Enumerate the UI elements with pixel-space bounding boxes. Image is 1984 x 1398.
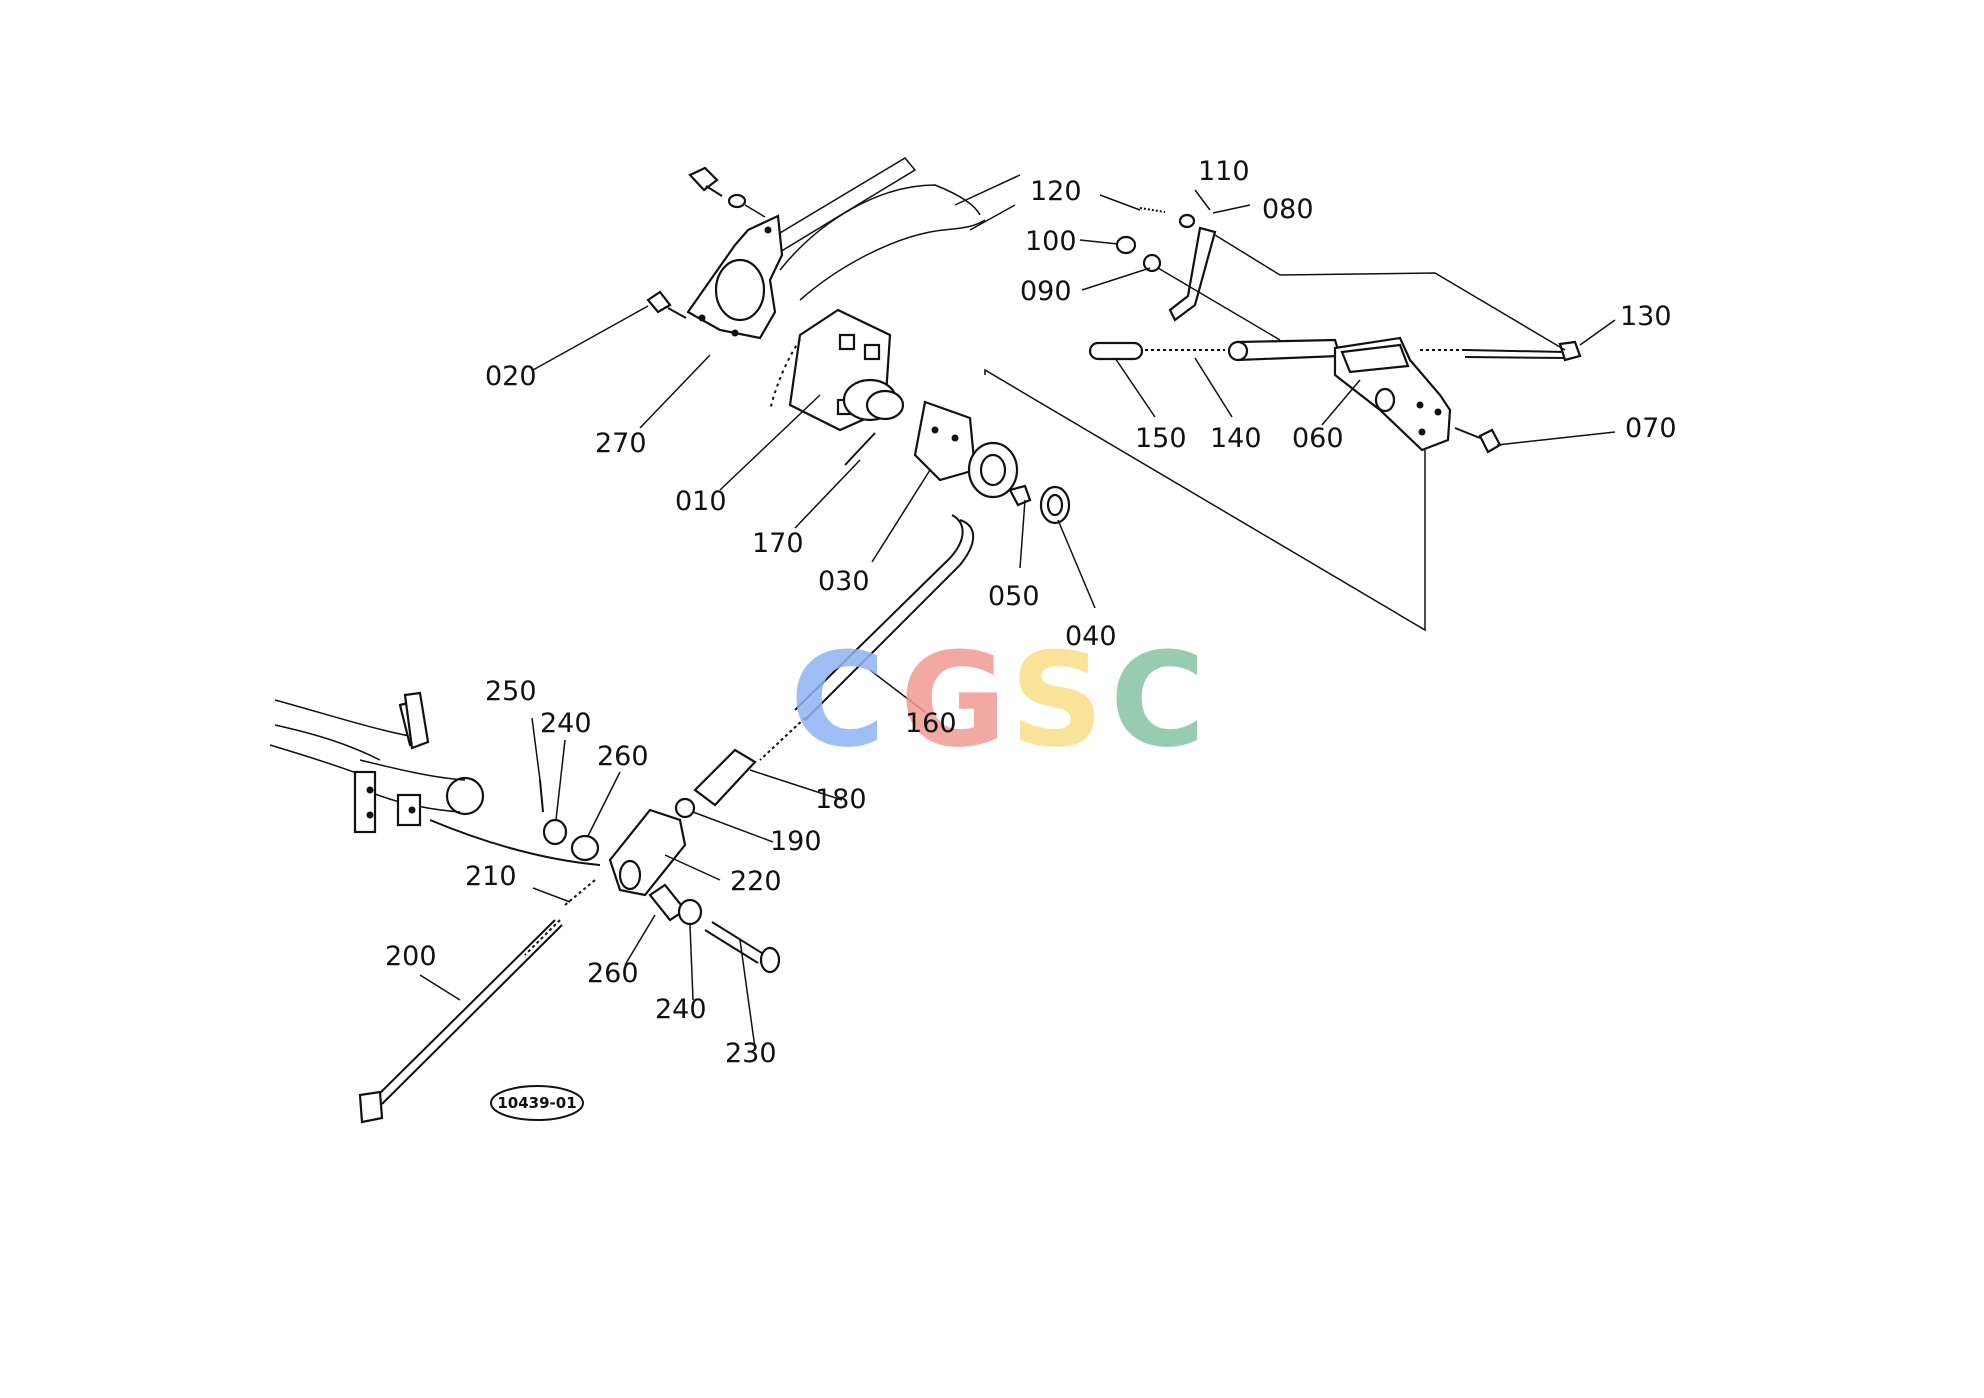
yoke-220: [608, 808, 687, 897]
bolt-020: [646, 290, 687, 319]
watermark-letter-s: S: [1010, 624, 1104, 776]
pin-170: [844, 432, 876, 466]
reference-code: 10439-01: [497, 1094, 576, 1112]
wire: [429, 819, 601, 866]
support-shaft: [269, 691, 485, 834]
lower-assembly: [269, 691, 781, 1124]
top-bolt: [688, 166, 766, 218]
main-plate: [686, 214, 784, 340]
nut-190: [674, 797, 696, 819]
part-label-110: 110: [1198, 156, 1250, 187]
part-label-150: 150: [1135, 423, 1187, 454]
washer-090: [1142, 253, 1162, 273]
lever-arm: [1168, 226, 1217, 322]
rod-200: [358, 919, 563, 1124]
bracket-assembly: [646, 157, 1071, 525]
reference-code-badge: 10439-01: [490, 1085, 584, 1121]
part-label-140: 140: [1210, 423, 1262, 454]
part-label-260-lower: 260: [587, 958, 639, 989]
watermark-letter-g: G: [900, 624, 1007, 776]
spring-120: [1139, 207, 1166, 213]
part-label-010: 010: [675, 486, 727, 517]
spring-210: [564, 879, 596, 906]
nut-100: [1115, 235, 1137, 255]
washer-240-lower: [677, 898, 703, 926]
part-label-200: 200: [385, 941, 437, 972]
lever-assembly: [984, 207, 1582, 632]
bolt-230: [704, 921, 781, 974]
part-label-240-lower: 240: [655, 994, 707, 1025]
part-label-120: 120: [1030, 176, 1082, 207]
linkage-line: [1214, 234, 1566, 351]
part-label-180: 180: [815, 784, 867, 815]
part-label-170: 170: [752, 528, 804, 559]
part-label-240-upper: 240: [540, 708, 592, 739]
part-label-250: 250: [485, 676, 537, 707]
part-label-230: 230: [725, 1038, 777, 1069]
part-label-160: 160: [905, 708, 957, 739]
part-label-090: 090: [1020, 276, 1072, 307]
bracket-060: [1333, 336, 1452, 452]
assembly-guide-lines: [984, 368, 1426, 632]
sector-plate: [769, 308, 905, 432]
handle-rod: [1088, 338, 1582, 362]
pin-050: [1008, 484, 1032, 507]
washer-110: [1178, 213, 1196, 229]
washer-240-upper: [542, 818, 568, 846]
watermark-letter-c1: C: [790, 624, 885, 776]
part-label-130: 130: [1620, 301, 1672, 332]
part-label-030: 030: [818, 566, 870, 597]
lever-body: [913, 400, 1019, 499]
part-label-040: 040: [1065, 621, 1117, 652]
part-label-020: 020: [485, 361, 537, 392]
pin-250: [539, 779, 544, 813]
part-label-220: 220: [730, 866, 782, 897]
part-label-270: 270: [595, 428, 647, 459]
leader-lines: [419, 189, 1616, 1049]
bolt-070: [1454, 427, 1502, 454]
part-label-100: 100: [1025, 226, 1077, 257]
watermark: C G S C: [790, 624, 1205, 776]
part-label-260-upper: 260: [597, 741, 649, 772]
watermark-letter-c2: C: [1110, 624, 1205, 776]
main-rod: [759, 514, 975, 761]
part-label-190: 190: [770, 826, 822, 857]
frame-rails: [759, 157, 1021, 301]
bushing-260-upper: [570, 834, 600, 862]
part-label-070: 070: [1625, 413, 1677, 444]
part-label-050: 050: [988, 581, 1040, 612]
part-label-060: 060: [1292, 423, 1344, 454]
spacer-180: [693, 748, 757, 807]
clip-040: [1039, 485, 1071, 525]
part-label-210: 210: [465, 861, 517, 892]
part-labels: 110 120 080 100 090 130 020 070 150 140 …: [385, 156, 1677, 1069]
part-label-080: 080: [1262, 194, 1314, 225]
